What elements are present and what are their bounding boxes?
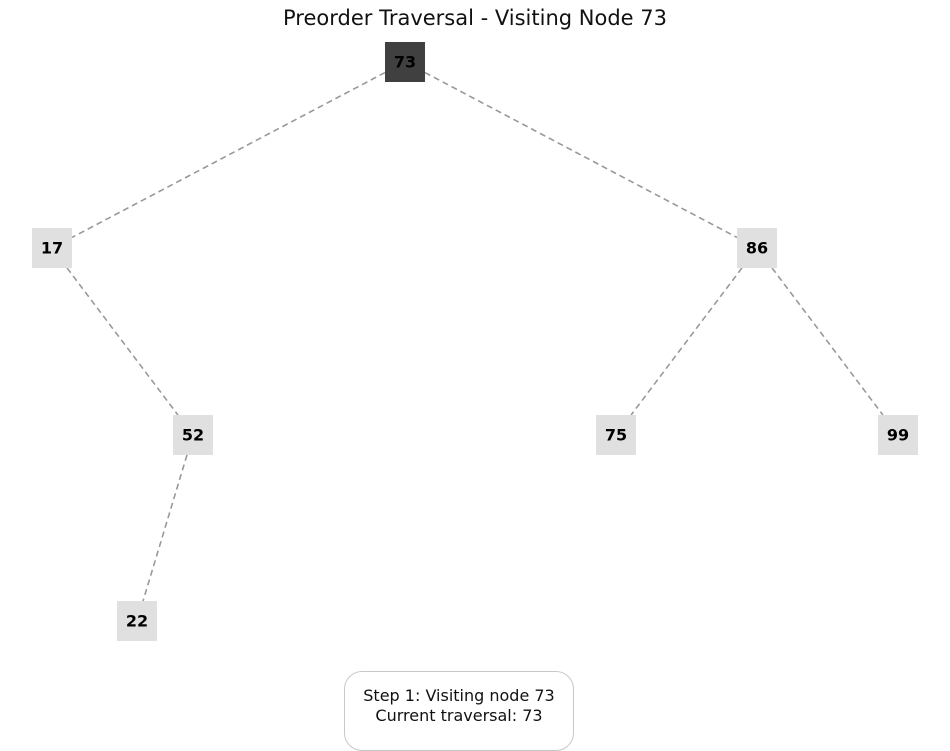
traversal-status-box: Step 1: Visiting node 73 Current travers… xyxy=(344,671,574,751)
tree-edge-17-52 xyxy=(66,267,179,416)
step-status-text: Step 1: Visiting node 73 xyxy=(363,686,555,705)
current-traversal-text: Current traversal: 73 xyxy=(375,706,543,725)
tree-node-box-75 xyxy=(596,415,636,455)
tree-node-box-22 xyxy=(117,601,157,641)
tree-node-label-52: 52 xyxy=(182,426,204,445)
tree-node-box-17 xyxy=(32,228,72,268)
tree-node-label-73: 73 xyxy=(394,53,416,72)
tree-nodes: 73 17 86 52 75 99 22 xyxy=(32,42,918,641)
tree-edge-73-17 xyxy=(71,71,386,239)
tree-node-label-17: 17 xyxy=(41,239,63,258)
tree-node-99: 99 xyxy=(878,415,918,455)
tree-node-52: 52 xyxy=(173,415,213,455)
tree-node-label-99: 99 xyxy=(887,426,909,445)
tree-edge-73-86 xyxy=(424,71,738,239)
tree-edge-52-22 xyxy=(142,454,188,602)
tree-node-box-99 xyxy=(878,415,918,455)
tree-node-75: 75 xyxy=(596,415,636,455)
tree-edge-86-75 xyxy=(630,267,743,416)
tree-node-17: 17 xyxy=(32,228,72,268)
tree-node-box-73 xyxy=(385,42,425,82)
tree-node-label-86: 86 xyxy=(746,239,768,258)
tree-node-label-75: 75 xyxy=(605,426,627,445)
tree-node-box-86 xyxy=(737,228,777,268)
tree-node-86: 86 xyxy=(737,228,777,268)
tree-node-22: 22 xyxy=(117,601,157,641)
tree-node-box-52 xyxy=(173,415,213,455)
diagram-title: Preorder Traversal - Visiting Node 73 xyxy=(283,6,667,30)
tree-node-label-22: 22 xyxy=(126,612,148,631)
tree-edge-86-99 xyxy=(771,267,884,416)
tree-node-73: 73 xyxy=(385,42,425,82)
tree-edges xyxy=(66,71,884,602)
